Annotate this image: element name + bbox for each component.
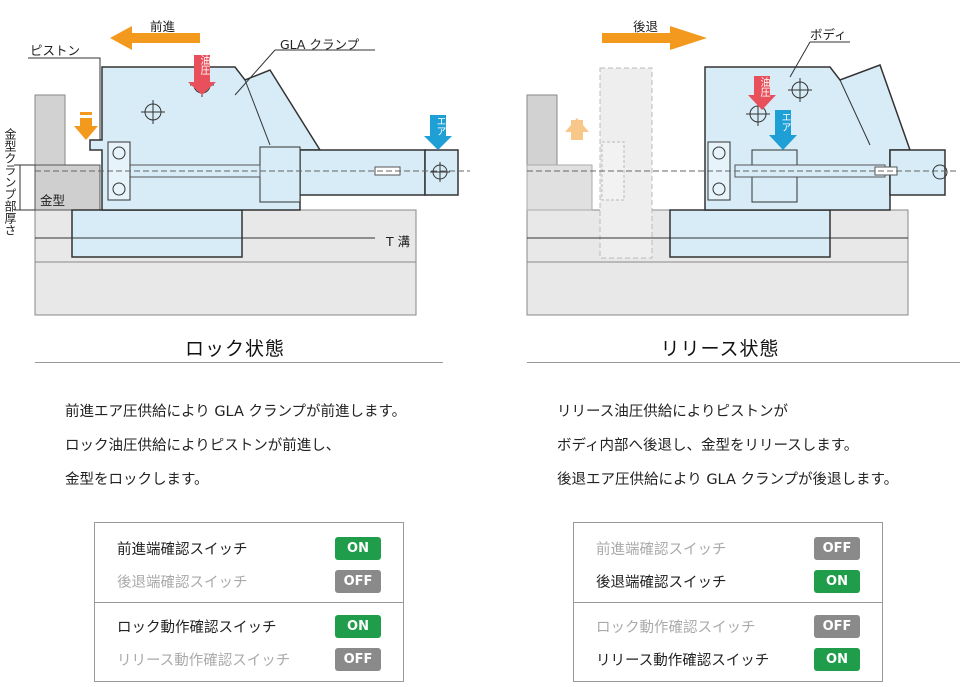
switch-row-retract-end: 後退端確認スイッチ ON — [596, 567, 860, 595]
cylinder — [299, 149, 426, 196]
switch-label: ロック動作確認スイッチ — [596, 619, 756, 636]
body-label: ボディ — [810, 27, 847, 42]
table-divider — [95, 602, 403, 603]
switch-label: 前進端確認スイッチ — [596, 541, 727, 558]
thickness-label: 金型クランプ部厚さ — [3, 128, 17, 236]
t-slot-block — [71, 209, 243, 258]
switch-label: 後退端確認スイッチ — [117, 574, 248, 591]
piston-down-arrow — [74, 118, 98, 140]
lock-panel: 前進 ピストン GLA クランプ 油圧 エア 金型 T 溝 金型クランプ部厚さ … — [3, 19, 470, 682]
switch-row-retract-end: 後退端確認スイッチ OFF — [117, 567, 381, 595]
lock-description: 前進エア圧供給により GLA クランプが前進します。 ロック油圧供給によりピスト… — [65, 395, 406, 497]
switch-state-badge: ON — [814, 569, 860, 593]
body-leader — [789, 41, 811, 78]
release-title: リリース状態 — [660, 338, 780, 360]
lock-diagram — [14, 26, 470, 316]
lock-desc-line: 金型をロックします。 — [65, 472, 209, 488]
switch-state-badge: ON — [335, 536, 381, 560]
t-slot-label: T 溝 — [386, 234, 411, 249]
piston-leader — [28, 57, 101, 140]
hydraulic-arrow — [748, 76, 776, 110]
switch-state-badge: ON — [335, 614, 381, 638]
t-slot-block — [669, 209, 831, 258]
switch-row-advance-end: 前進端確認スイッチ OFF — [596, 534, 860, 562]
hydraulic-arrow — [188, 55, 216, 95]
switch-state-badge: OFF — [814, 536, 860, 560]
release-diagram — [526, 26, 958, 316]
switch-label: 前進端確認スイッチ — [117, 541, 248, 558]
hydraulic-label: 油圧 — [198, 55, 209, 75]
lock-desc-line: ロック油圧供給によりピストンが前進し、 — [65, 438, 341, 454]
hydraulic-label: 油圧 — [758, 77, 769, 97]
nut-circle-bottom — [112, 182, 126, 196]
advance-label: 前進 — [150, 19, 176, 34]
release-panel: 後退 ボディ 油圧 エア リリース状態 リリース油圧供給によりピストンが ボディ… — [480, 0, 960, 687]
lock-title-rule — [35, 362, 443, 363]
switch-label: リリース動作確認スイッチ — [117, 652, 291, 669]
clamp-leader — [234, 49, 276, 96]
switch-row-advance-end: 前進端確認スイッチ ON — [117, 534, 381, 562]
rod-guide — [259, 146, 301, 203]
switch-row-lock: ロック動作確認スイッチ ON — [117, 612, 381, 640]
switch-row-release: リリース動作確認スイッチ ON — [596, 645, 860, 673]
switch-state-badge: OFF — [814, 614, 860, 638]
piston-label: ピストン — [30, 43, 81, 58]
clamp-label: GLA クランプ — [280, 37, 360, 52]
switch-label: ロック動作確認スイッチ — [117, 619, 277, 636]
release-description: リリース油圧供給によりピストンが ボディ内部へ後退し、金型をリリースします。 後… — [557, 395, 898, 497]
lock-switch-table: 前進端確認スイッチ ON 後退端確認スイッチ OFF ロック動作確認スイッチ O… — [94, 522, 404, 682]
release-title-rule — [527, 362, 960, 363]
release-desc-line: ボディ内部へ後退し、金型をリリースします。 — [557, 438, 859, 454]
lock-desc-line: 前進エア圧供給により GLA クランプが前進します。 — [65, 404, 407, 420]
retract-label: 後退 — [633, 19, 659, 34]
cylinder — [889, 149, 946, 196]
release-desc-line: リリース油圧供給によりピストンが — [557, 404, 788, 420]
air-arrow — [769, 110, 797, 150]
switch-row-lock: ロック動作確認スイッチ OFF — [596, 612, 860, 640]
air-label: エア — [434, 116, 445, 136]
switch-state-badge: ON — [814, 647, 860, 671]
nut-circle-top — [112, 146, 126, 160]
retract-arrow — [602, 26, 707, 50]
advance-arrow — [110, 26, 200, 50]
mold — [526, 164, 593, 211]
release-desc-line: 後退エア圧供給により GLA クランプが後退します。 — [557, 472, 899, 488]
clamp-slope — [244, 79, 271, 146]
switch-state-badge: OFF — [335, 569, 381, 593]
release-switch-table: 前進端確認スイッチ OFF 後退端確認スイッチ ON ロック動作確認スイッチ O… — [573, 522, 883, 682]
air-arrow — [424, 115, 452, 150]
switch-state-badge: OFF — [335, 647, 381, 671]
air-label: エア — [779, 112, 790, 132]
switch-label: リリース動作確認スイッチ — [596, 652, 770, 669]
lock-title: ロック状態 — [184, 338, 285, 360]
switch-row-release: リリース動作確認スイッチ OFF — [117, 645, 381, 673]
switch-label: 後退端確認スイッチ — [596, 574, 727, 591]
table-divider — [574, 602, 882, 603]
mold-label: 金型 — [40, 193, 66, 208]
